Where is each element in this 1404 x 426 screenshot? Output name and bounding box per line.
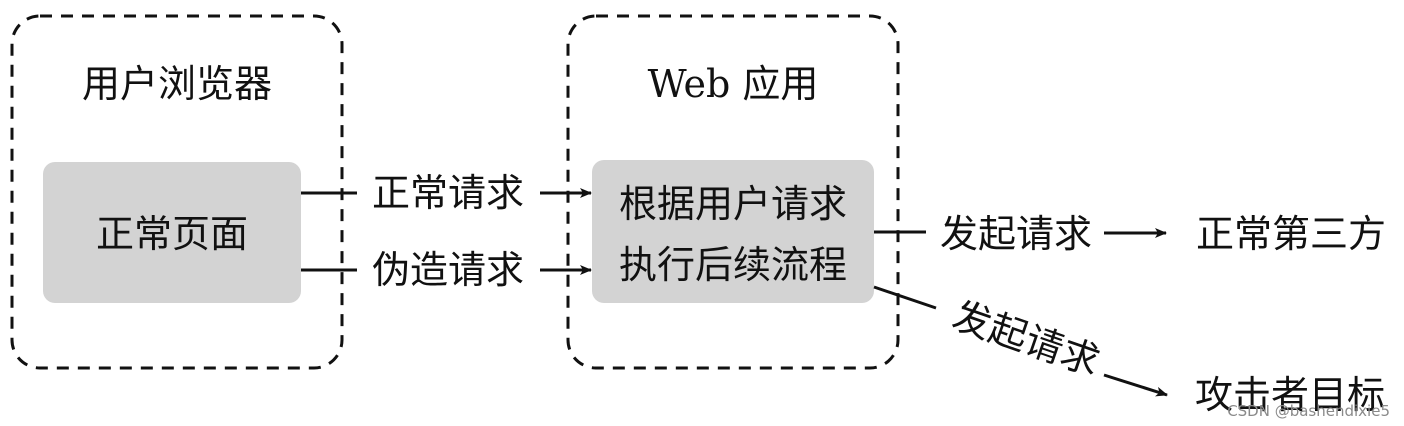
csdn-watermark: CSDN @bashendixie5 [1227, 402, 1390, 420]
browser-zone-title: 用户浏览器 [82, 62, 272, 106]
attacker-target-label: 攻击者目标 [1195, 373, 1385, 417]
process-request-label-line2: 执行后续流程 [619, 243, 847, 287]
issue-request-attacker-arrow [1103, 373, 1168, 397]
normal-third-party-label: 正常第三方 [1196, 212, 1386, 256]
normal-page-node [43, 162, 301, 303]
issue-request-attacker-edge-start [873, 285, 937, 310]
forged-request-label: 伪造请求 [372, 248, 524, 292]
process-request-label-line1: 根据用户请求 [619, 182, 847, 226]
issue-request-normal-label: 发起请求 [940, 212, 1092, 256]
issue-request-attacker-label: 发起请求 [947, 293, 1105, 384]
webapp-zone-title: Web 应用 [648, 62, 819, 106]
process-request-node [592, 160, 874, 303]
normal-request-label: 正常请求 [372, 171, 524, 215]
normal-page-label: 正常页面 [96, 212, 248, 256]
